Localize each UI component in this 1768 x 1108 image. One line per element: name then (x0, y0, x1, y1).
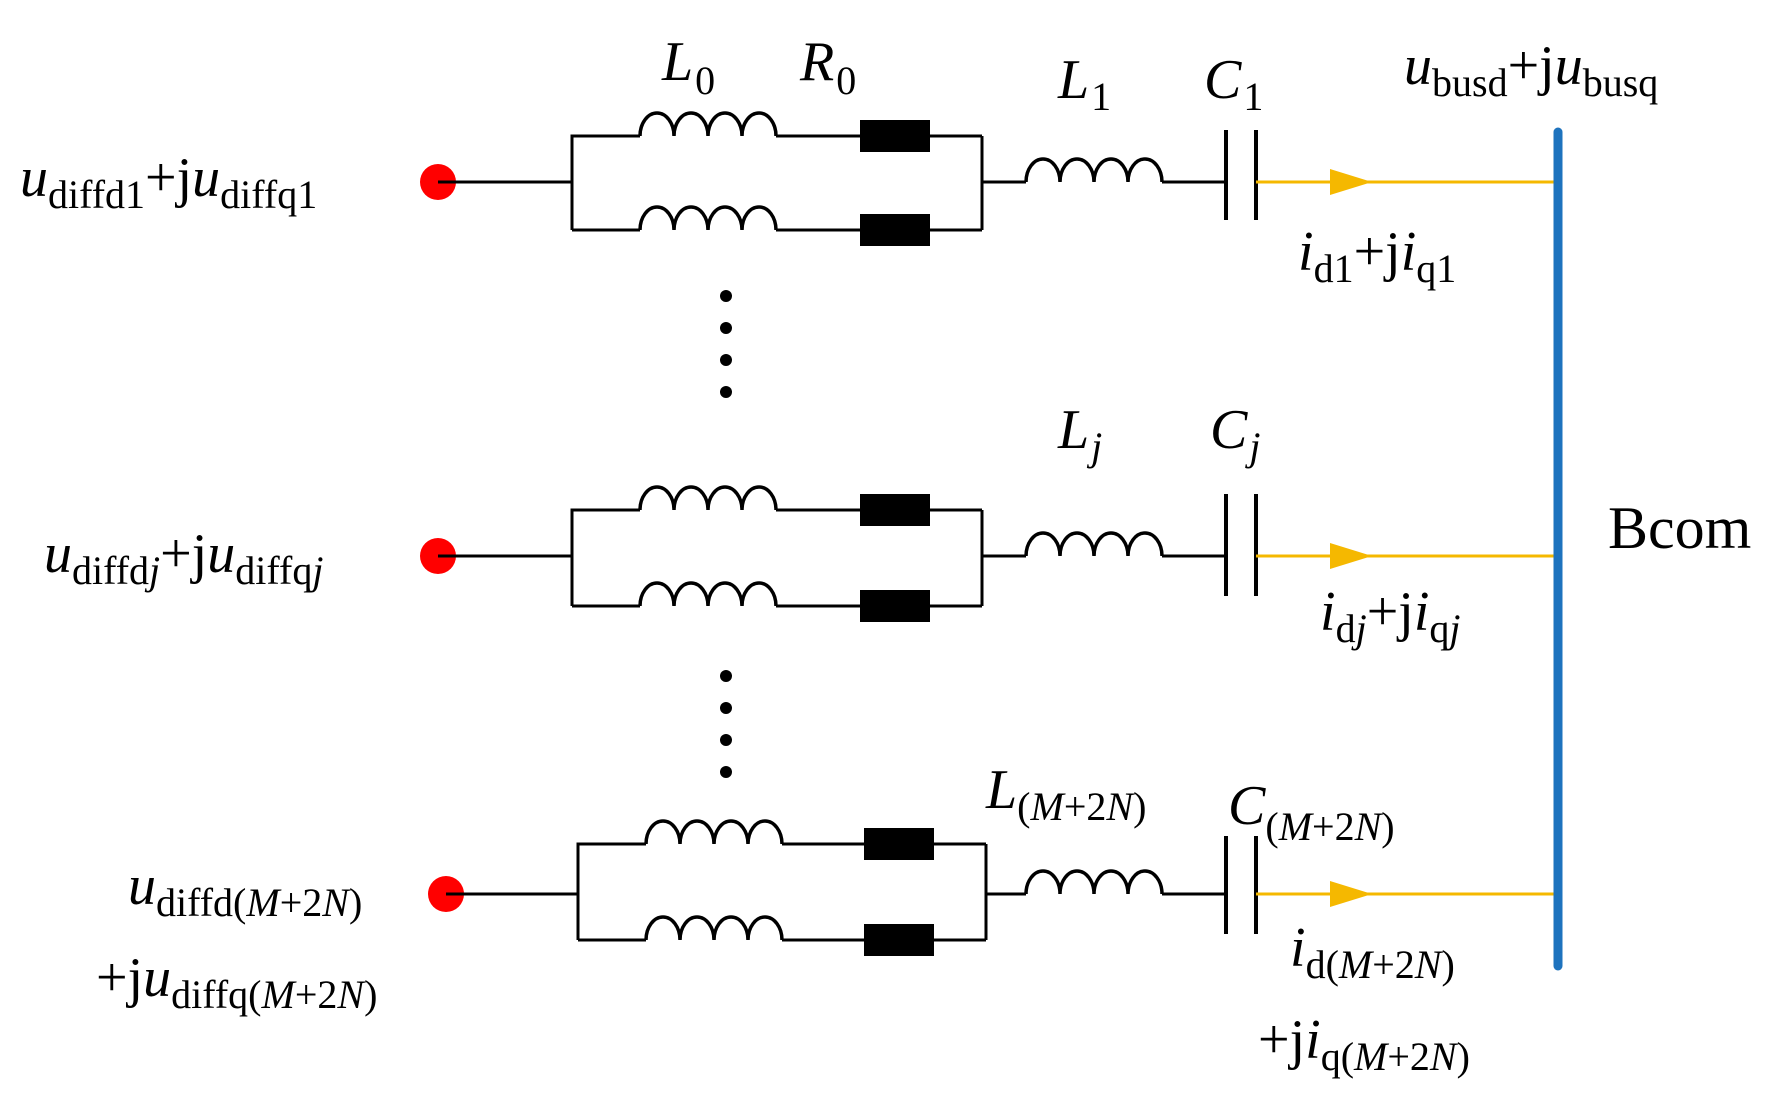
branch-j: udiffdj+judiffqj Lj Cj idj+jiqj (44, 399, 1558, 651)
voltage-label-M2N-line1: udiffd(M+2N) (128, 855, 362, 925)
inductor-L0-1b (638, 205, 778, 231)
label-L0: L0 (661, 31, 715, 103)
current-label-M2N-line2: +jiq(M+2N) (1258, 1009, 1470, 1079)
label-Cj: Cj (1210, 399, 1260, 469)
current-arrow-M2N (1330, 881, 1372, 907)
resistor-R0-1a (860, 120, 930, 152)
branch-M2N: udiffd(M+2N) +judiffq(M+2N) L(M+2N) C(M+… (96, 759, 1558, 1079)
resistor-R0-jb (860, 590, 930, 622)
voltage-label-M2N-line2: +judiffq(M+2N) (96, 947, 377, 1017)
inductor-Lj (1024, 531, 1164, 557)
inductor-L0-ja (638, 485, 778, 511)
continuation-dots-2 (720, 670, 732, 778)
resistor-R0-1b (860, 214, 930, 246)
bus-label: Bcom (1608, 495, 1751, 561)
inductor-L0-1a (638, 111, 778, 137)
continuation-dots-1 (720, 290, 732, 398)
label-L1: L1 (1057, 49, 1111, 119)
label-LM2N: L(M+2N) (985, 759, 1146, 829)
voltage-label-1: udiffd1+judiffq1 (20, 147, 317, 217)
label-R0: R0 (799, 31, 856, 103)
bus-voltage-label: ubusd+jubusq (1404, 35, 1658, 105)
label-C1: C1 (1204, 49, 1263, 119)
inductor-L1 (1024, 157, 1164, 183)
inductor-L0-M2Nb (644, 915, 784, 941)
current-arrow-j (1330, 543, 1372, 569)
inductor-LM2N (1024, 869, 1164, 895)
current-label-j: idj+jiqj (1320, 581, 1461, 651)
current-label-1: id1+jiq1 (1298, 221, 1456, 291)
voltage-label-j: udiffdj+judiffqj (44, 523, 323, 593)
inductor-L0-M2Na (644, 819, 784, 845)
branch-1: udiffd1+judiffq1 L1 C1 id1+jiq1 (20, 49, 1558, 291)
resistor-R0-ja (860, 494, 930, 526)
resistor-R0-M2Na (864, 828, 934, 860)
label-Lj: Lj (1057, 399, 1102, 469)
inductor-L0-jb (638, 581, 778, 607)
resistor-R0-M2Nb (864, 924, 934, 956)
current-arrow-1 (1330, 169, 1372, 195)
current-label-M2N-line1: id(M+2N) (1290, 917, 1455, 987)
label-CM2N: C(M+2N) (1228, 775, 1395, 849)
